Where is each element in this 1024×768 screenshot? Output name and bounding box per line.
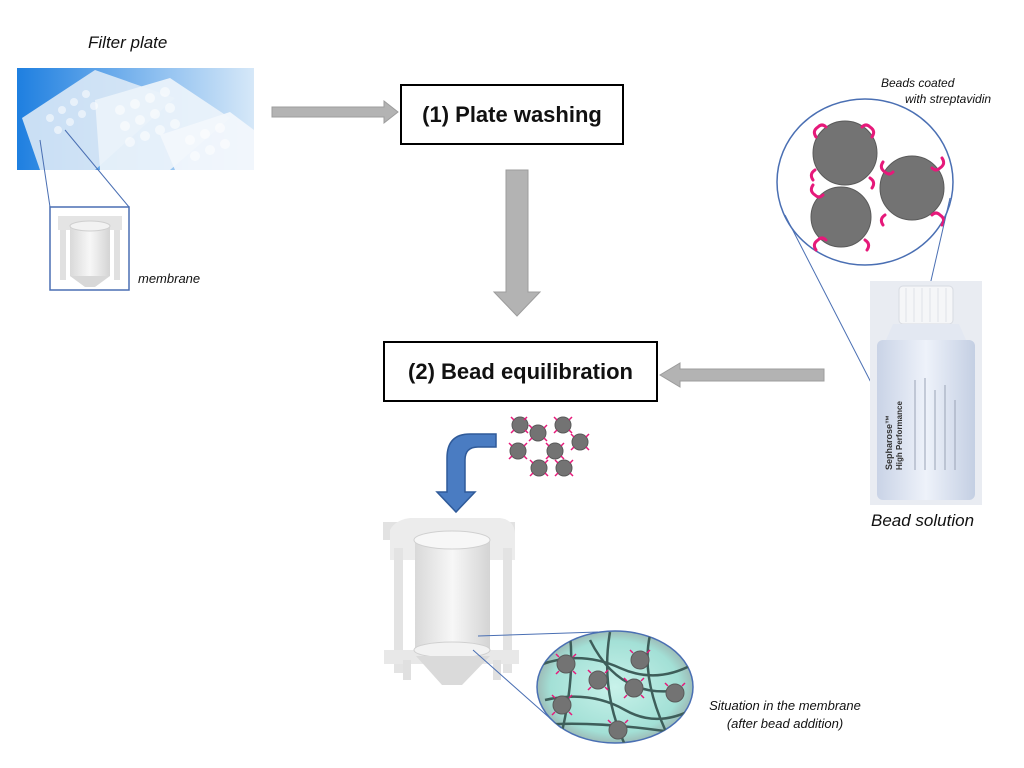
step-plate-washing: (1) Plate washing [400,84,624,145]
zoom-line-right [64,129,130,208]
membrane-situation-line2: (after bead addition) [726,716,844,731]
step-bead-equilibration-label: (2) Bead equilibration [408,358,633,384]
small-beads-cluster [508,416,590,477]
streptavidin-icons [809,123,946,252]
filter-well-large [383,518,519,685]
filter-plate-title: Filter plate [88,33,168,52]
arrow-solution-to-equilibration [659,362,825,388]
arrow-plate-to-washing [271,99,399,125]
beads-coated-line2: with streptavidin [905,92,992,106]
arrow-beads-to-well [435,433,497,514]
membrane-situation-label: Situation in the membrane (after bead ad… [700,697,870,733]
zoom-line-left [39,139,51,208]
step-bead-equilibration: (2) Bead equilibration [383,341,658,402]
beads-coated-label: Beads coated with streptavidin [881,75,991,107]
bead-large [879,155,945,221]
membrane-well-thumbnail [49,206,130,291]
beads-coated-line1: Beads coated [881,76,955,90]
filter-plate-image [17,68,254,170]
callout-line-left [784,214,881,401]
membrane-situation-line1: Situation in the membrane [709,698,861,713]
arrow-washing-to-equilibration [492,169,542,317]
bead-solution-bottle: Sepharose™ High Performance [870,281,982,505]
membrane-label: membrane [138,271,201,286]
membrane-situation-callout [536,630,694,744]
step-plate-washing-label: (1) Plate washing [422,101,602,127]
bottle-brand-text: Sepharose™ [884,415,894,470]
bead-solution-label: Bead solution [871,511,975,530]
bead-large [810,186,872,248]
bead-large [812,120,878,186]
bead-callout [776,98,954,266]
callout-line-right [929,197,951,286]
bottle-subtitle-text: High Performance [895,401,904,470]
membrane-callout-line-top [477,631,599,637]
